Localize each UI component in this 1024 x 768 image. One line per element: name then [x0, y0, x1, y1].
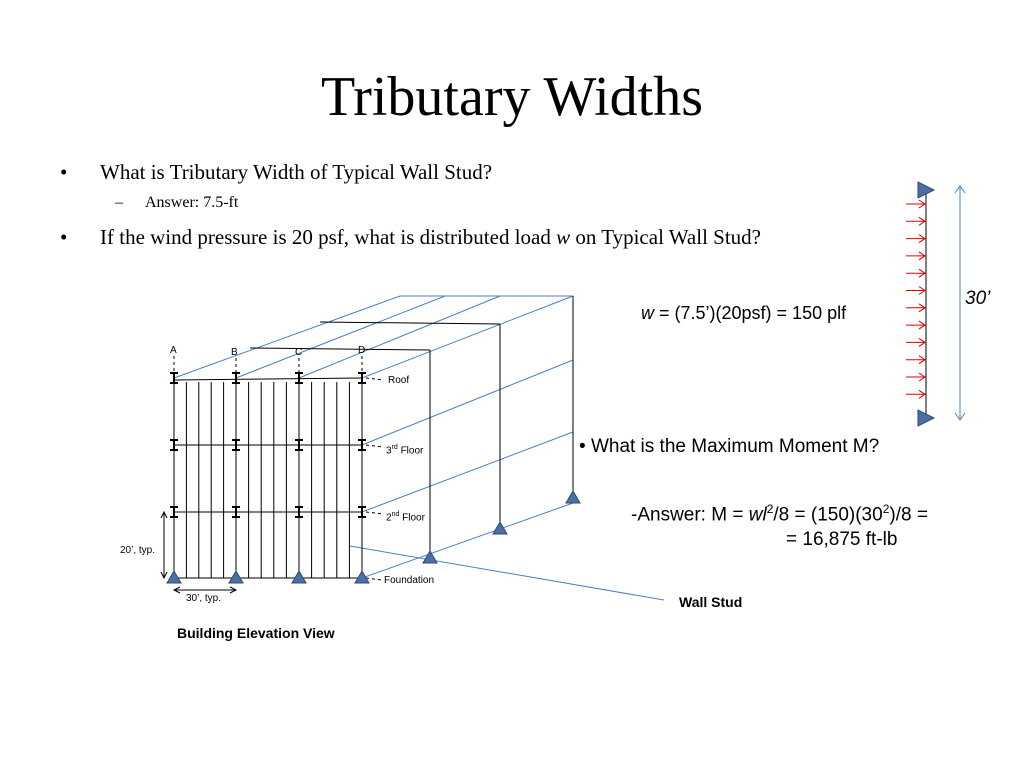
wind-height-label: 30’	[965, 288, 991, 309]
bullet-text: What is Tributary Width of Typical Wall …	[100, 160, 493, 184]
moment-answer-sup2: 2	[882, 502, 890, 516]
support-d	[354, 570, 370, 584]
moment-answer: -Answer: M = wl2/8 = (150)(302)/8 =	[631, 497, 928, 527]
moment-answer-end: )/8 =	[889, 504, 928, 526]
beam-i-icon	[358, 439, 366, 451]
bullet-text-a: If the wind pressure is 20 psf, what is …	[100, 225, 557, 249]
beam-i-icon	[170, 439, 178, 451]
grid-label-a: A	[170, 345, 177, 356]
foundation-label: Foundation	[384, 575, 435, 586]
beam-i-icon	[232, 372, 240, 384]
wind-arrow	[906, 199, 926, 209]
wind-arrow	[906, 251, 926, 261]
top-support-icon	[917, 181, 936, 199]
slide-title: Tributary Widths	[320, 66, 704, 128]
bullet-marker: •	[60, 225, 68, 249]
beam-i-icon	[295, 506, 303, 518]
wind-arrow	[906, 268, 926, 278]
beam-i-icon	[295, 372, 303, 384]
wind-arrow	[906, 355, 926, 365]
wind-arrow	[906, 389, 926, 399]
moment-answer-sup1: 2	[766, 502, 774, 516]
bullet-wind-question: • If the wind pressure is 20 psf, what i…	[60, 224, 761, 250]
grid-label-b: B	[231, 347, 238, 358]
moment-question-text: What is the Maximum Moment M?	[590, 436, 880, 457]
wind-arrow	[906, 337, 926, 347]
bullet-tributary-question: • What is Tributary Width of Typical Wal…	[60, 159, 493, 185]
beam-symbols	[170, 372, 366, 518]
beam-i-icon	[170, 372, 178, 384]
wall-stud-label: Wall Stud	[679, 594, 743, 610]
height-dimension	[954, 185, 966, 421]
support-back-2	[492, 521, 508, 535]
support-a	[166, 570, 182, 584]
floor3-label: 3rd Floor	[386, 444, 424, 457]
sub-answer-text: Answer: 7.5-ft	[145, 194, 239, 211]
floor-lines	[174, 444, 362, 579]
moment-question: • What is the Maximum Moment M?	[579, 435, 879, 459]
grid-label-c: C	[295, 347, 303, 358]
grid-label-d: D	[358, 345, 366, 356]
perspective-lines	[173, 295, 665, 601]
beam-i-icon	[358, 372, 366, 384]
formula-var-w: w	[641, 303, 654, 323]
beam-i-icon	[232, 506, 240, 518]
wind-arrow	[906, 372, 926, 382]
wind-arrow	[906, 303, 926, 313]
wind-arrow	[906, 216, 926, 226]
frame-lines	[173, 296, 574, 558]
height-dimension-label: 20’, typ.	[120, 545, 156, 556]
beam-i-icon	[170, 506, 178, 518]
beam-i-icon	[295, 439, 303, 451]
moment-answer-mid: /8 = (150)(30	[773, 504, 883, 526]
wind-arrows	[906, 199, 926, 399]
beam-i-icon	[358, 506, 366, 518]
support-back-3	[565, 490, 581, 504]
support-back-1	[422, 550, 438, 564]
support-c	[291, 570, 307, 584]
floor2-label: 2nd Floor	[386, 511, 425, 524]
roof-label: Roof	[388, 375, 410, 386]
wind-arrow	[906, 320, 926, 330]
wall-studs	[173, 378, 363, 578]
bullet-marker: •	[60, 160, 68, 184]
wind-arrow	[906, 234, 926, 244]
wind-load-diagram	[906, 181, 966, 427]
wind-arrow	[906, 286, 926, 295]
moment-answer-prefix: -Answer: M =	[631, 504, 749, 526]
foundation-supports	[166, 490, 581, 584]
beam-i-icon	[232, 439, 240, 451]
bullet-text-b: on Typical Wall Stud?	[570, 225, 761, 249]
bullet-var-w: w	[556, 225, 571, 249]
sub-marker: –	[115, 194, 123, 211]
sub-answer: – Answer: 7.5-ft	[115, 193, 239, 213]
moment-answer-wl: wl	[748, 504, 767, 526]
support-b	[228, 570, 244, 584]
label-leaders	[173, 356, 385, 581]
bullet-marker: •	[579, 436, 586, 457]
width-dimension-label: 30’, typ.	[186, 593, 222, 604]
bottom-support-icon	[917, 409, 936, 427]
load-formula: w = (7.5’)(20psf) = 150 plf	[641, 302, 846, 324]
dimension-lines	[160, 510, 238, 594]
formula-rest: = (7.5’)(20psf) = 150 plf	[654, 303, 847, 323]
diagram-caption: Building Elevation View	[177, 625, 335, 641]
moment-answer-line2: = 16,875 ft-lb	[786, 529, 898, 550]
